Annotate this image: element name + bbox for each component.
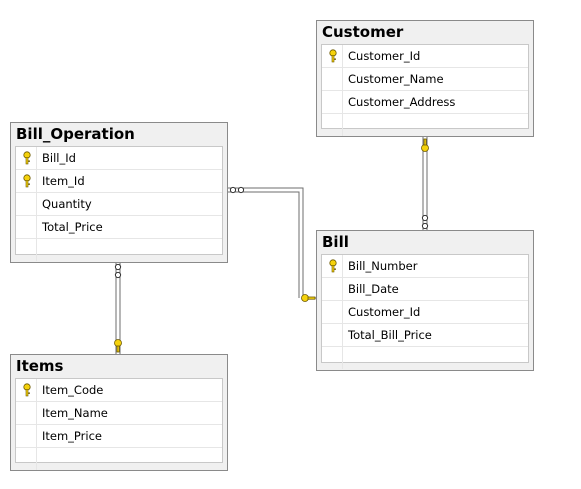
column-name: Bill_Number xyxy=(348,259,418,273)
table-title: Bill_Operation xyxy=(16,125,135,143)
table-title: Items xyxy=(16,357,64,375)
column-row-empty xyxy=(16,448,222,470)
column-name: Item_Code xyxy=(42,383,104,397)
column-row[interactable]: Customer_Address xyxy=(322,91,528,114)
one-end-customer-key-icon xyxy=(421,138,429,152)
column-row[interactable]: Customer_Name xyxy=(322,68,528,91)
table-items[interactable]: Items Item_Code Item_Name Item_Price xyxy=(10,354,228,471)
column-row[interactable]: Quantity xyxy=(16,193,222,216)
many-end-bill-operation-icon xyxy=(229,186,245,194)
primary-key-icon xyxy=(23,383,31,397)
column-row[interactable]: Customer_Id xyxy=(322,45,528,68)
column-row[interactable]: Total_Bill_Price xyxy=(322,324,528,347)
primary-key-icon xyxy=(23,151,31,165)
column-name: Item_Price xyxy=(42,429,102,443)
column-name: Total_Price xyxy=(42,220,103,234)
column-grid: Bill_Number Bill_Date Customer_Id Total_… xyxy=(321,254,529,369)
column-row-empty xyxy=(16,239,222,261)
one-end-items-key-icon xyxy=(114,339,122,353)
table-customer[interactable]: Customer Customer_Id Customer_Name Custo… xyxy=(316,20,534,137)
primary-key-icon xyxy=(23,174,31,188)
column-name: Customer_Id xyxy=(348,49,421,63)
column-grid: Customer_Id Customer_Name Customer_Addre… xyxy=(321,44,529,136)
column-row[interactable]: Item_Name xyxy=(16,402,222,425)
column-row-empty xyxy=(322,114,528,136)
table-bill[interactable]: Bill Bill_Number Bill_Date Customer_Id T… xyxy=(316,230,534,371)
table-bill-operation[interactable]: Bill_Operation Bill_Id Item_Id Quantity … xyxy=(10,122,228,263)
column-name: Item_Name xyxy=(42,406,108,420)
column-row[interactable]: Bill_Date xyxy=(322,278,528,301)
column-row[interactable]: Item_Code xyxy=(16,379,222,402)
column-name: Bill_Id xyxy=(42,151,76,165)
many-end-bill-icon xyxy=(421,214,429,230)
many-end-bill-operation-bottom-icon xyxy=(114,263,122,279)
column-grid: Bill_Id Item_Id Quantity Total_Price xyxy=(15,146,223,261)
column-name: Customer_Id xyxy=(348,305,421,319)
column-name: Customer_Name xyxy=(348,72,444,86)
column-name: Item_Id xyxy=(42,174,85,188)
relationship-bill-operation-items[interactable] xyxy=(115,262,121,355)
column-row[interactable]: Total_Price xyxy=(16,216,222,239)
relationship-customer-bill[interactable] xyxy=(422,136,428,231)
column-name: Total_Bill_Price xyxy=(348,328,432,342)
column-name: Quantity xyxy=(42,197,92,211)
column-row[interactable]: Bill_Id xyxy=(16,147,222,170)
column-row[interactable]: Item_Id xyxy=(16,170,222,193)
column-row[interactable]: Customer_Id xyxy=(322,301,528,324)
primary-key-icon xyxy=(329,49,337,63)
relationship-bill-operation-bill[interactable] xyxy=(227,187,317,299)
column-row[interactable]: Bill_Number xyxy=(322,255,528,278)
primary-key-icon xyxy=(329,259,337,273)
column-row[interactable]: Item_Price xyxy=(16,425,222,448)
one-end-bill-key-icon xyxy=(301,294,316,302)
column-name: Customer_Address xyxy=(348,95,456,109)
column-name: Bill_Date xyxy=(348,282,399,296)
table-title: Customer xyxy=(322,23,404,41)
column-row-empty xyxy=(322,347,528,369)
column-grid: Item_Code Item_Name Item_Price xyxy=(15,378,223,470)
table-title: Bill xyxy=(322,233,349,251)
